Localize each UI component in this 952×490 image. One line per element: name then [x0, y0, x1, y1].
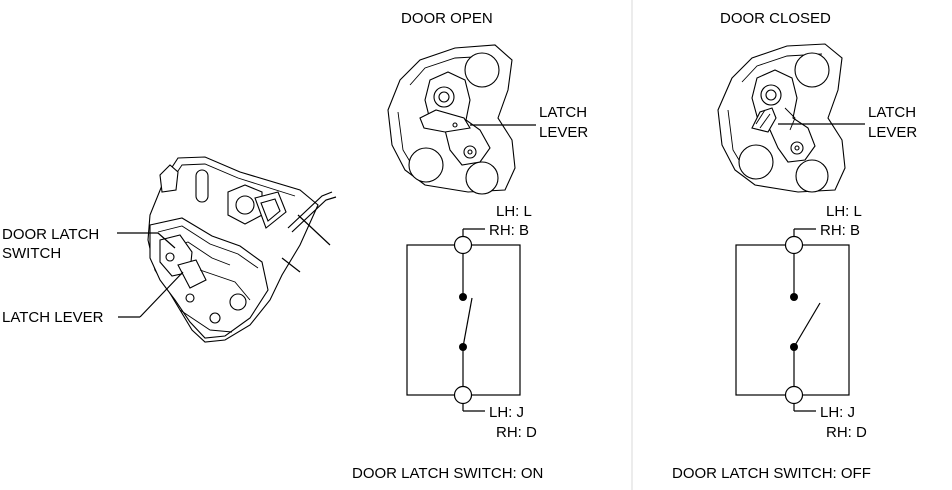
door-closed-latch-label-line1: LATCH [868, 104, 916, 121]
door-closed-title: DOOR CLOSED [720, 10, 831, 27]
door-closed-terminal-top [784, 235, 804, 255]
door-closed-contact-dot-lower [790, 343, 798, 351]
door-open-contact-dot-lower [459, 343, 467, 351]
door-closed-latch-label-line2: LEVER [868, 124, 917, 141]
door-closed-switch-circuit [735, 228, 850, 412]
door-closed-top-terminal-lh: LH: L [826, 203, 862, 220]
door-open-bottom-terminal-lh: LH: J [489, 404, 524, 421]
door-open-terminal-top [453, 235, 473, 255]
door-closed-caption: DOOR LATCH SWITCH: OFF [672, 465, 871, 482]
door-open-switch-circuit [406, 228, 521, 412]
door-open-latch-label-line1: LATCH [539, 104, 587, 121]
door-closed-switch-contact [793, 302, 821, 348]
door-latch-switch-label-line2: SWITCH [2, 245, 61, 262]
door-latch-switch-label-line1: DOOR LATCH [2, 226, 99, 243]
door-closed-bottom-terminal-lh: LH: J [820, 404, 855, 421]
door-closed-contact-dot-upper [790, 293, 798, 301]
door-open-top-terminal-rh: RH: B [489, 222, 529, 239]
door-open-terminal-bottom [453, 385, 473, 405]
door-open-contact-dot-upper [459, 293, 467, 301]
door-closed-top-terminal-rh: RH: B [820, 222, 860, 239]
door-open-latch-drawing [387, 44, 536, 195]
latch-lever-label: LATCH LEVER [2, 309, 104, 326]
door-closed-latch-drawing [717, 43, 865, 193]
door-open-switch-contact [462, 297, 473, 348]
door-open-title: DOOR OPEN [401, 10, 493, 27]
door-latch-assembly-drawing [117, 156, 337, 343]
door-open-latch-label-line2: LEVER [539, 124, 588, 141]
door-open-bottom-terminal-rh: RH: D [496, 424, 537, 441]
door-closed-bottom-terminal-rh: RH: D [826, 424, 867, 441]
door-open-top-terminal-lh: LH: L [496, 203, 532, 220]
door-open-caption: DOOR LATCH SWITCH: ON [352, 465, 543, 482]
door-closed-terminal-bottom [784, 385, 804, 405]
